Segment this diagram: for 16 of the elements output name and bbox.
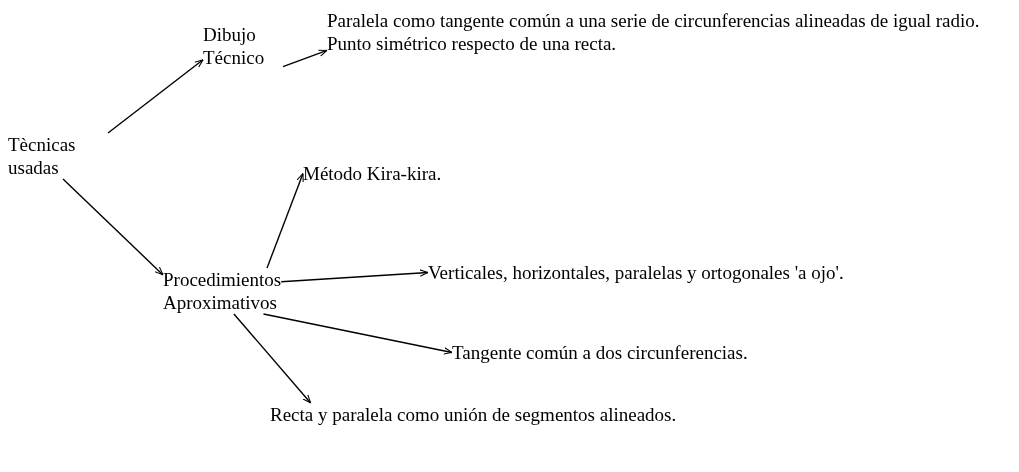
- node-text: Paralela como tangente común a una serie de circunferencias alineadas de igual radio.: [327, 9, 980, 32]
- node-text: Recta y paralela como unión de segmentos alineados.: [270, 403, 677, 426]
- arrow: [262, 313, 453, 355]
- arrow: [266, 172, 304, 269]
- node-text: Tècnicas usadas: [8, 133, 76, 179]
- arrow: [282, 49, 328, 68]
- arrow: [62, 178, 164, 276]
- node-text: Tangente común a dos circunferencias.: [452, 341, 748, 364]
- node-text: Verticales, horizontales, paralelas y ortogonales 'a ojo'.: [428, 261, 844, 284]
- arrow: [107, 59, 204, 134]
- node-text: Dibujo Técnico: [203, 23, 265, 69]
- node-text: Procedimientos Aproximativos: [163, 268, 282, 314]
- arrow: [233, 313, 312, 404]
- node-text: Punto simétrico respecto de una recta.: [327, 32, 618, 55]
- arrow: [280, 269, 429, 283]
- node-text: Método Kira-kira.: [303, 162, 442, 185]
